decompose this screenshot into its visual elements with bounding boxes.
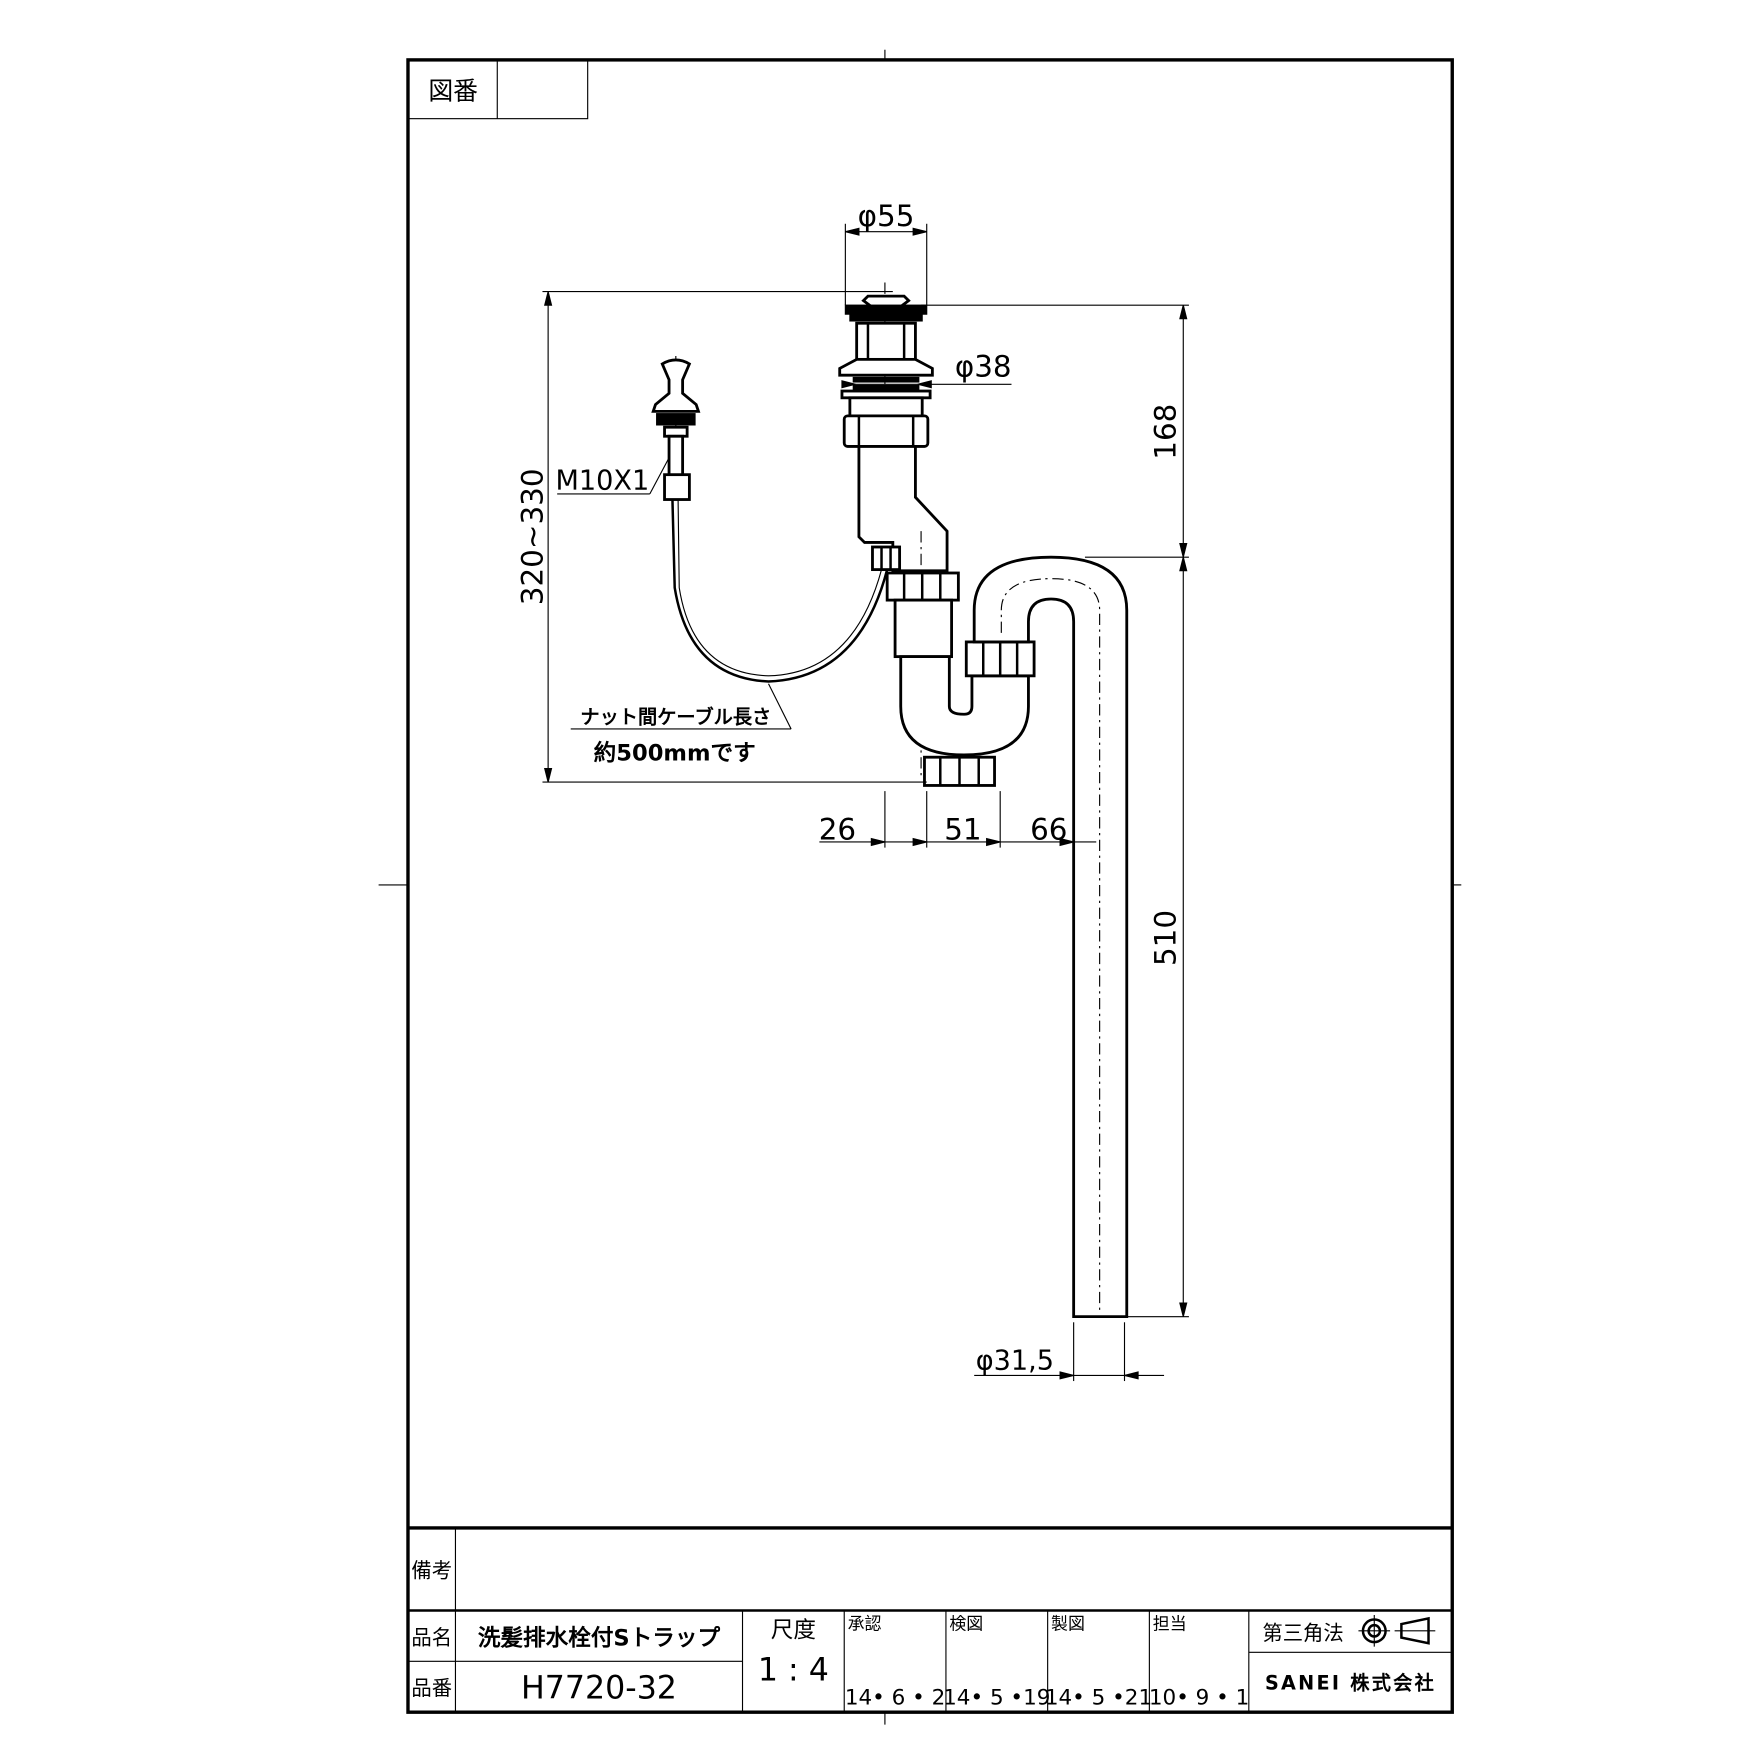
product-number: H7720-32 [521,1671,677,1707]
drawing-frame [406,58,1454,1714]
approval-label: 承認 [848,1614,882,1634]
remarks-label: 備考 [411,1559,452,1583]
cable-note-line2: 約500mmです [594,740,756,767]
dim-upper-height: 168 [1148,404,1182,460]
dim-thread: M10X1 [556,465,650,496]
check-date: 14• 5 •19 [943,1685,1050,1710]
drafted-label: 製図 [1051,1614,1085,1634]
drafted-date: 14• 5 •21 [1045,1685,1152,1710]
dim-pipe-length: 510 [1148,910,1182,966]
cable-note-line1: ナット間ケーブル長さ [580,705,771,728]
check-label: 検図 [949,1614,983,1634]
dimension-texts: φ55 φ38 M10X1 320~330 168 510 26 51 66 φ… [515,199,1182,1377]
company-name: SANEI 株式会社 [1265,1672,1436,1695]
dim-offset-3: 66 [1030,813,1067,847]
product-number-label: 品番 [411,1676,452,1700]
dim-body-diameter: φ38 [955,349,1012,383]
product-name: 洗髪排水栓付Sトラップ [478,1626,721,1652]
projection-label: 第三角法 [1262,1621,1343,1645]
responsible-date: 10• 9 • 1 [1149,1685,1249,1710]
scale-value: 1 : 4 [758,1653,829,1689]
title-block: 備考 品名 洗髪排水栓付Sトラップ 品番 H7720-32 尺度 1 : 4 承… [407,1526,1453,1713]
drawing-number-label: 図番 [428,76,478,105]
approval-date: 14• 6 • 2 [845,1685,945,1710]
drawing-number-box: 図番 [407,59,589,120]
dim-offset-2: 51 [944,813,981,847]
responsible-label: 担当 [1153,1614,1187,1634]
dim-height-range: 320~330 [515,468,549,605]
third-angle-projection-icon [1358,1614,1436,1647]
scale-label: 尺度 [771,1618,816,1644]
center-marks [378,49,1462,1725]
product-name-label: 品名 [411,1625,452,1649]
dimension-lines [542,223,1189,1382]
dim-pipe-diameter: φ31,5 [976,1346,1054,1377]
s-trap [885,555,1129,1319]
dim-top-diameter: φ55 [858,199,915,233]
release-knob-and-cable [651,355,889,683]
dim-offset-1: 26 [819,813,856,847]
